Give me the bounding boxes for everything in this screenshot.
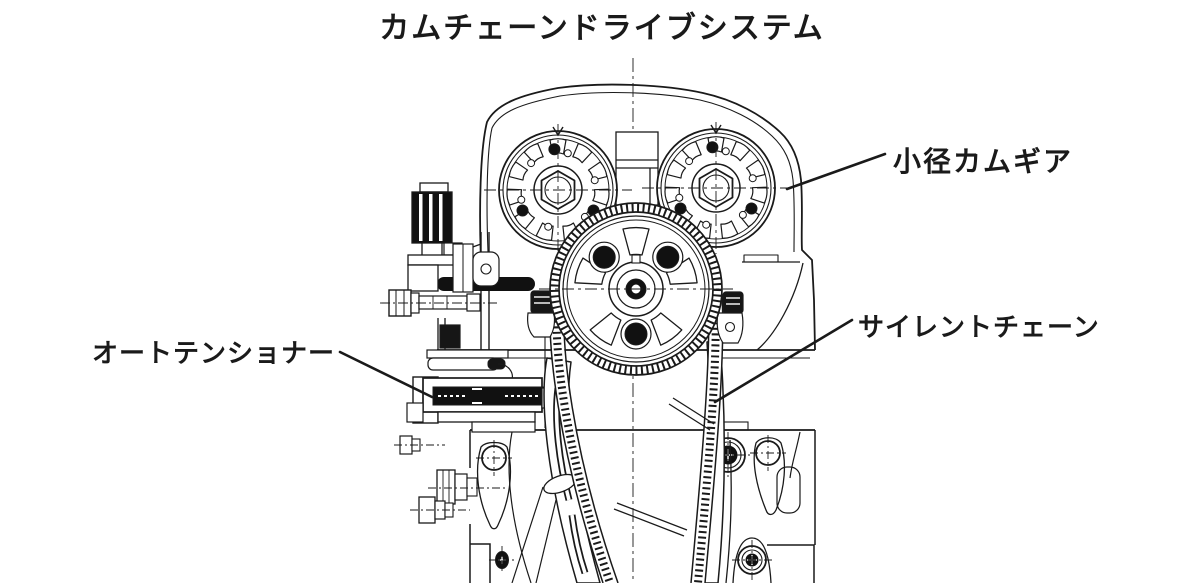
- page-title: カムチェーンドライブシステム: [379, 12, 825, 45]
- label-silent-chain: サイレントチェーン: [858, 312, 1100, 342]
- block-bolt-small: [489, 546, 515, 574]
- block-bolt: [732, 540, 772, 580]
- tensioner-plunger-body: [406, 376, 553, 433]
- gear-bolts: [588, 241, 684, 350]
- tensioner-rod: [426, 318, 513, 381]
- cylinder-head-cover-outline: [469, 83, 816, 351]
- block-bolt-holes: [476, 432, 786, 580]
- tensioner-spring-housing: [407, 182, 500, 293]
- bolt-hole: [476, 440, 512, 476]
- leader-auto-tensioner: [338, 350, 434, 399]
- label-auto-tensioner: オートテンショナー: [92, 338, 336, 368]
- chain-drive-gear: [539, 202, 733, 376]
- leader-lines: [338, 152, 887, 404]
- label-small-cam-gear: 小径カムギア: [893, 146, 1074, 177]
- leader-small-cam-gear: [785, 152, 887, 191]
- chain-slider-pads: [527, 290, 744, 344]
- bolt-hole: [750, 435, 786, 471]
- leader-silent-chain: [713, 318, 854, 404]
- center-bearing-tower: [615, 131, 659, 211]
- tensioner-mount-bolt: [380, 289, 497, 317]
- casting-struts: [613, 397, 715, 537]
- tensioner-lower-bolts: [394, 435, 505, 524]
